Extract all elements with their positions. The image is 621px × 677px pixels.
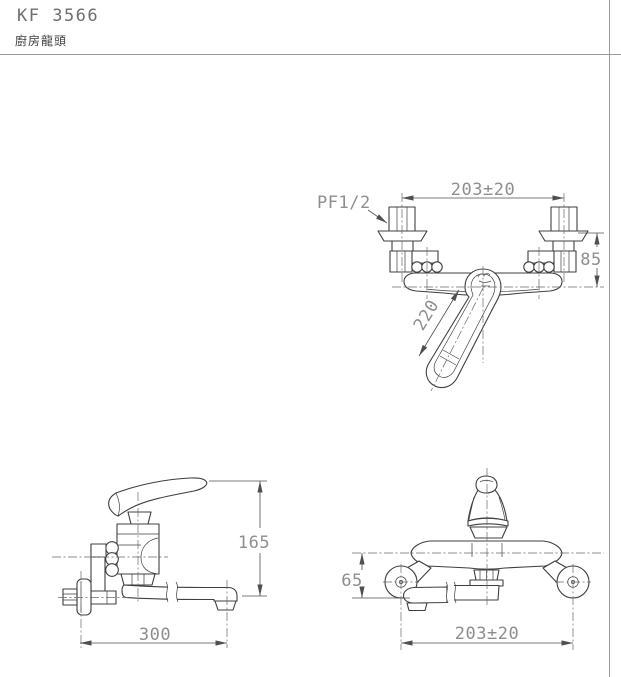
top-view: 203±20 PF1/2 85 220 bbox=[317, 180, 604, 392]
side-view: 165 300 bbox=[52, 477, 270, 648]
dim-height-label: 165 bbox=[238, 533, 270, 553]
page-border-right bbox=[609, 0, 610, 677]
faucet-body-front bbox=[410, 540, 563, 570]
dim-center-distance-bottom-label: 203±20 bbox=[455, 624, 519, 644]
model-number: KF 3566 bbox=[17, 6, 100, 26]
dim-length: 300 bbox=[80, 625, 227, 646]
dim-length-label: 300 bbox=[139, 625, 171, 645]
left-wall-connector bbox=[377, 206, 443, 273]
dim-outlet-drop: 65 bbox=[341, 553, 410, 599]
product-name: 廚房龍頭 bbox=[15, 34, 68, 48]
spout-side bbox=[120, 573, 238, 611]
valve-body-side bbox=[105, 523, 160, 577]
dim-inlet-height: 85 bbox=[578, 232, 604, 287]
handle-front bbox=[467, 475, 509, 539]
dim-inlet-height-label: 85 bbox=[580, 250, 601, 270]
right-wall-connector bbox=[523, 206, 589, 273]
header-divider bbox=[0, 54, 621, 55]
dim-spout-reach-label: 220 bbox=[410, 296, 444, 334]
brand-logo-mark bbox=[477, 272, 492, 287]
thread-size-callout: PF1/2 bbox=[317, 193, 388, 224]
dim-center-distance-top-label: 203±20 bbox=[451, 180, 515, 200]
thread-size-label: PF1/2 bbox=[317, 193, 371, 213]
wall-mount-side bbox=[62, 543, 117, 616]
front-view: 65 203±20 bbox=[341, 468, 604, 650]
dim-center-distance-top: 203±20 bbox=[402, 180, 564, 201]
dim-height: 165 bbox=[209, 480, 270, 597]
handle-side bbox=[108, 477, 208, 525]
dim-center-distance-bottom: 203±20 bbox=[401, 624, 573, 646]
dim-outlet-drop-label: 65 bbox=[341, 571, 362, 591]
spout-front bbox=[402, 569, 504, 612]
